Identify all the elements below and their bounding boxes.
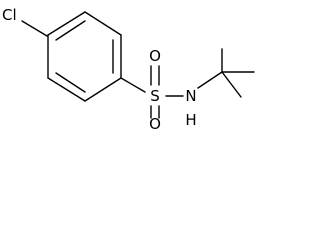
- atom-sulfur: S: [150, 87, 160, 105]
- bond-ring-2: [84, 11, 122, 36]
- chemical-structure: Cl O S O N H: [2, 6, 255, 132]
- bond-ring-inner-1: [55, 20, 86, 41]
- bond-ring-4: [84, 77, 122, 102]
- bond-c-methyl-down: [221, 71, 242, 98]
- bond-ring-5: [47, 77, 86, 102]
- bond-ring-inner-3: [55, 72, 86, 93]
- atom-nitrogen: N: [185, 87, 196, 105]
- bond-n-c: [197, 71, 223, 89]
- bond-cl-ring: [21, 20, 48, 37]
- atom-hydrogen: H: [185, 111, 196, 129]
- bond-ring-1: [47, 11, 86, 36]
- atom-chlorine: Cl: [2, 6, 17, 24]
- atom-oxygen-top: O: [149, 47, 161, 65]
- atom-oxygen-bottom: O: [149, 115, 161, 132]
- bond-ring-s: [120, 77, 146, 93]
